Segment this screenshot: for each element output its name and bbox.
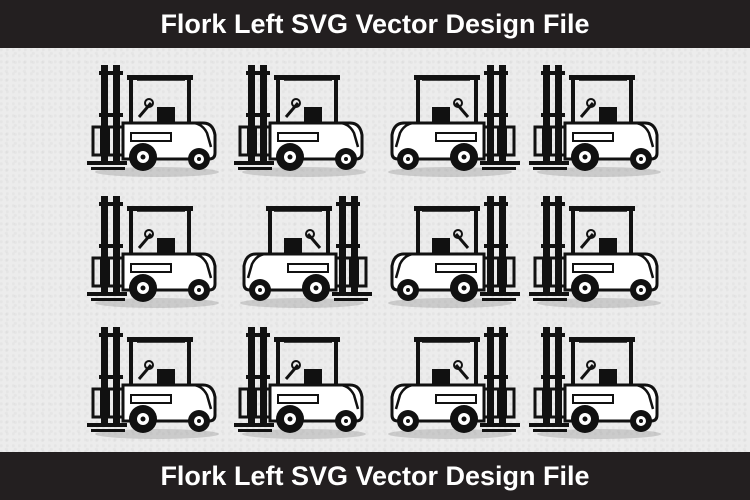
forklift-grid (82, 54, 672, 446)
forklift-cell-5 (82, 185, 230, 316)
illustration-canvas (0, 48, 750, 452)
forklift-icon (86, 195, 219, 308)
forklift-cell-7 (377, 185, 525, 316)
forklift-cell-1 (82, 54, 230, 185)
forklift-cell-9 (82, 315, 230, 446)
forklift-icon (529, 326, 662, 439)
forklift-icon (529, 195, 662, 308)
forklift-icon (86, 326, 219, 439)
forklift-icon (86, 65, 219, 178)
forklift-cell-8 (525, 185, 673, 316)
forklift-icon (240, 195, 373, 308)
forklift-cell-3 (377, 54, 525, 185)
header-banner: Flork Left SVG Vector Design File (0, 0, 750, 48)
forklift-icon (387, 195, 520, 308)
forklift-icon (387, 65, 520, 178)
forklift-cell-6 (230, 185, 378, 316)
forklift-icon (234, 326, 367, 439)
footer-banner: Flork Left SVG Vector Design File (0, 452, 750, 500)
forklift-icon (234, 65, 367, 178)
forklift-cell-10 (230, 315, 378, 446)
forklift-cell-2 (230, 54, 378, 185)
forklift-cell-4 (525, 54, 673, 185)
forklift-icon (387, 326, 520, 439)
forklift-cell-12 (525, 315, 673, 446)
forklift-icon (529, 65, 662, 178)
forklift-cell-11 (377, 315, 525, 446)
